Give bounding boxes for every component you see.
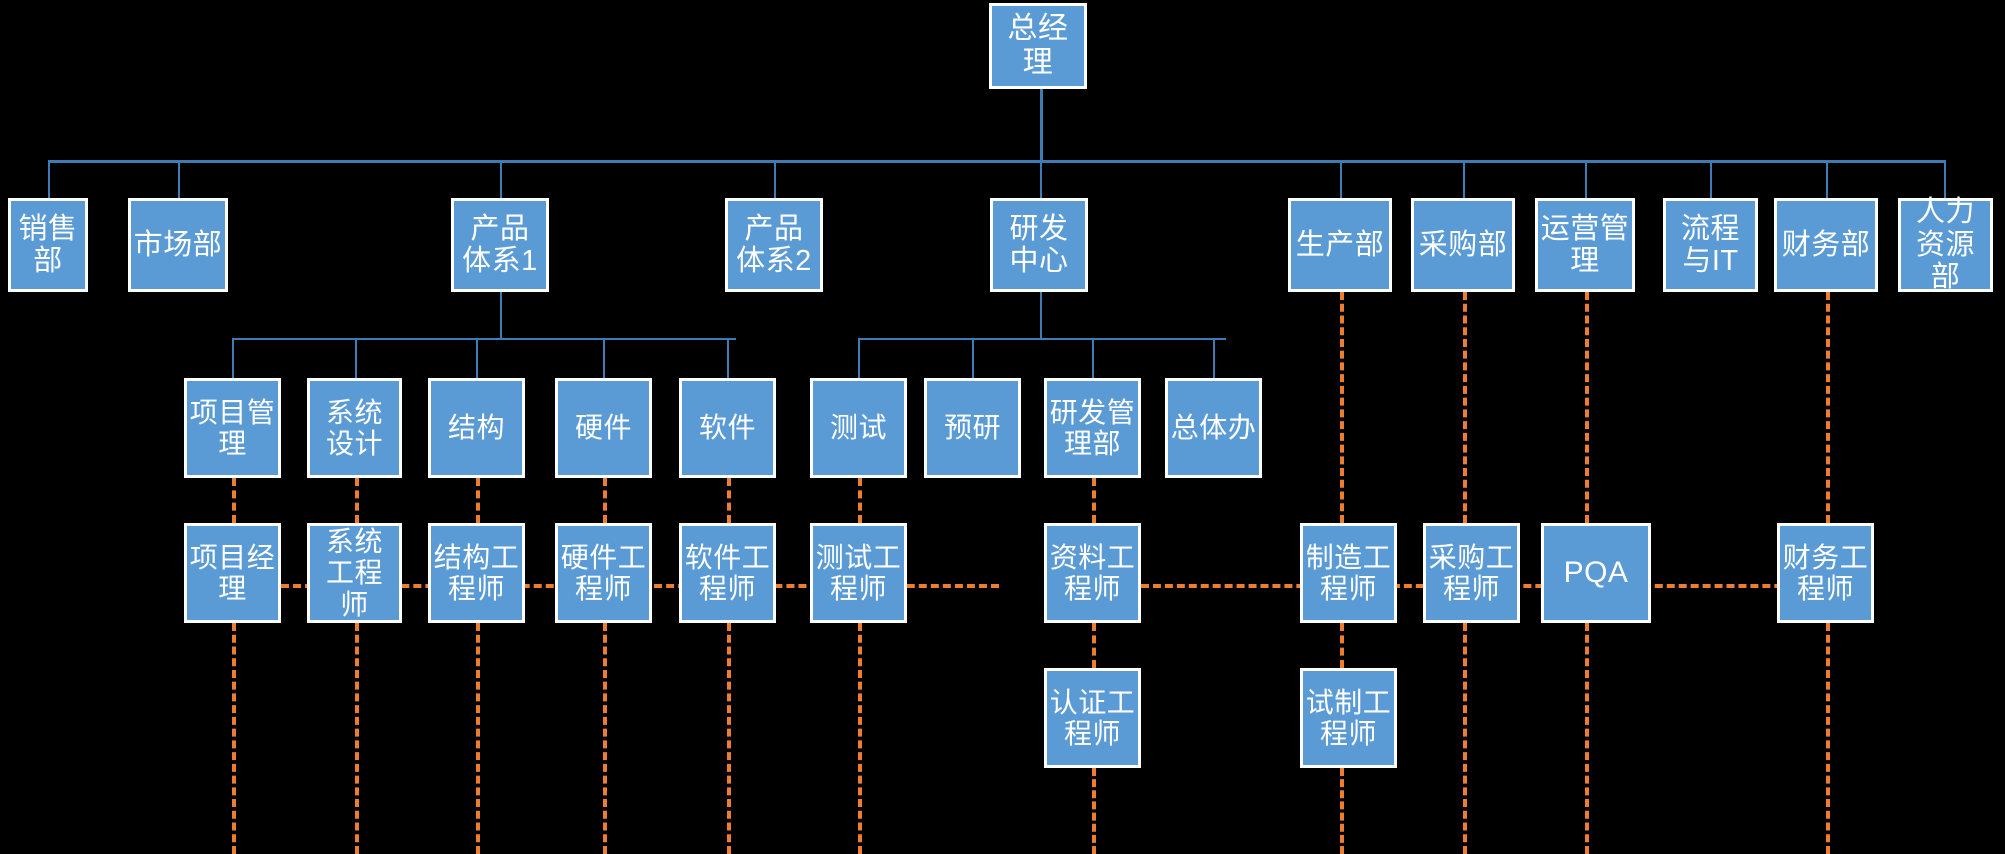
node-system-engineer[interactable]: 系统工程师 [307, 523, 402, 623]
dashed-tail-finance-engineer [1826, 623, 1830, 854]
link-drop-sales [48, 160, 50, 198]
dashed-link-structure [476, 478, 480, 523]
link-drop-operations [1585, 160, 1587, 198]
node-project-manager[interactable]: 项目经理 [184, 523, 281, 623]
dashed-tail-certification-engineer [1092, 768, 1096, 854]
node-pqa[interactable]: PQA [1541, 523, 1651, 623]
node-general-manager[interactable]: 总经理 [989, 3, 1087, 89]
dashed-link-documentation-engineer [1092, 623, 1096, 668]
dashed-link-testing [858, 478, 862, 523]
node-pre-research[interactable]: 预研 [924, 378, 1021, 478]
node-certification-engineer[interactable]: 认证工程师 [1044, 668, 1141, 768]
link-drop-process-it [1710, 160, 1712, 198]
dashed-tail-hardware-engineer [603, 623, 607, 854]
link-root-stem [1040, 89, 1043, 161]
dashed-link-project-management [232, 478, 236, 523]
node-hardware-engineer[interactable]: 硬件工程师 [555, 523, 652, 623]
dashed-link-hardware [603, 478, 607, 523]
link-bus-rnd-center [858, 338, 1226, 340]
link-stem-product-system-1 [500, 292, 502, 339]
node-rnd-center[interactable]: 研发中心 [990, 198, 1088, 292]
node-purchasing-department[interactable]: 采购部 [1411, 198, 1515, 292]
node-marketing-department[interactable]: 市场部 [128, 198, 228, 292]
link-bus-product-system-1 [232, 338, 736, 340]
node-process-and-it[interactable]: 流程与IT [1663, 198, 1758, 292]
dashed-link-manufacturing-engineer [1340, 623, 1344, 668]
node-hr-department[interactable]: 人力资源部 [1898, 196, 1993, 293]
node-product-system-1[interactable]: 产品体系1 [451, 198, 549, 292]
node-project-management[interactable]: 项目管理 [184, 378, 281, 478]
link-drop-hardware [603, 338, 605, 378]
node-testing[interactable]: 测试 [810, 378, 907, 478]
link-department-bus [48, 160, 1945, 163]
dashed-link-system-design [355, 478, 359, 523]
link-drop-pre-research [972, 338, 974, 378]
link-drop-rnd-center [1040, 160, 1042, 198]
node-structure[interactable]: 结构 [428, 378, 525, 478]
link-drop-product-system-2 [774, 160, 776, 198]
node-hardware[interactable]: 硬件 [555, 378, 652, 478]
dashed-link-software [727, 478, 731, 523]
link-drop-general-office [1213, 338, 1215, 378]
link-drop-system-design [355, 338, 357, 378]
node-purchasing-engineer[interactable]: 采购工程师 [1423, 523, 1520, 623]
dashed-tail-trial-production-engineer [1340, 768, 1344, 854]
node-rnd-management-department[interactable]: 研发管理部 [1044, 378, 1141, 478]
dashed-tail-software-engineer [727, 623, 731, 854]
node-production-department[interactable]: 生产部 [1288, 198, 1392, 292]
dashed-link-finance-department [1826, 292, 1830, 523]
node-product-system-2[interactable]: 产品体系2 [725, 198, 823, 292]
node-trial-production-engineer[interactable]: 试制工程师 [1300, 668, 1397, 768]
link-drop-structure [476, 338, 478, 378]
dashed-link-purchasing-department [1463, 292, 1467, 523]
node-test-engineer[interactable]: 测试工程师 [810, 523, 907, 623]
node-sales-department[interactable]: 销售部 [8, 198, 88, 292]
link-drop-rnd-management [1092, 338, 1094, 378]
link-drop-product-system-1 [500, 160, 502, 198]
node-finance-department[interactable]: 财务部 [1774, 198, 1878, 292]
dashed-link-operations-management [1585, 292, 1589, 523]
link-drop-hr [1944, 160, 1946, 198]
link-drop-finance [1826, 160, 1828, 198]
node-software[interactable]: 软件 [679, 378, 776, 478]
node-software-engineer[interactable]: 软件工程师 [679, 523, 776, 623]
dashed-link-rnd-management [1092, 478, 1096, 523]
link-drop-software [727, 338, 729, 378]
link-drop-marketing [178, 160, 180, 198]
dashed-tail-structure-engineer [476, 623, 480, 854]
dashed-tail-system-engineer [355, 623, 359, 854]
link-drop-production [1340, 160, 1342, 198]
node-structure-engineer[interactable]: 结构工程师 [428, 523, 525, 623]
node-operations-management[interactable]: 运营管理 [1535, 198, 1635, 292]
dashed-tail-test-engineer [858, 623, 862, 854]
node-general-office[interactable]: 总体办 [1165, 378, 1262, 478]
link-drop-purchasing [1463, 160, 1465, 198]
node-manufacturing-engineer[interactable]: 制造工程师 [1300, 523, 1397, 623]
link-drop-project-mgmt [232, 338, 234, 378]
dashed-tail-purchasing-engineer [1463, 623, 1467, 854]
dashed-tail-project-manager [232, 623, 236, 854]
node-system-design[interactable]: 系统设计 [307, 378, 402, 478]
dashed-link-production-department [1340, 292, 1344, 523]
dashed-tail-pqa [1585, 623, 1589, 854]
link-drop-testing [858, 338, 860, 378]
node-finance-engineer[interactable]: 财务工程师 [1777, 523, 1874, 623]
node-documentation-engineer[interactable]: 资料工程师 [1044, 523, 1141, 623]
link-stem-rnd-center [1040, 292, 1042, 339]
